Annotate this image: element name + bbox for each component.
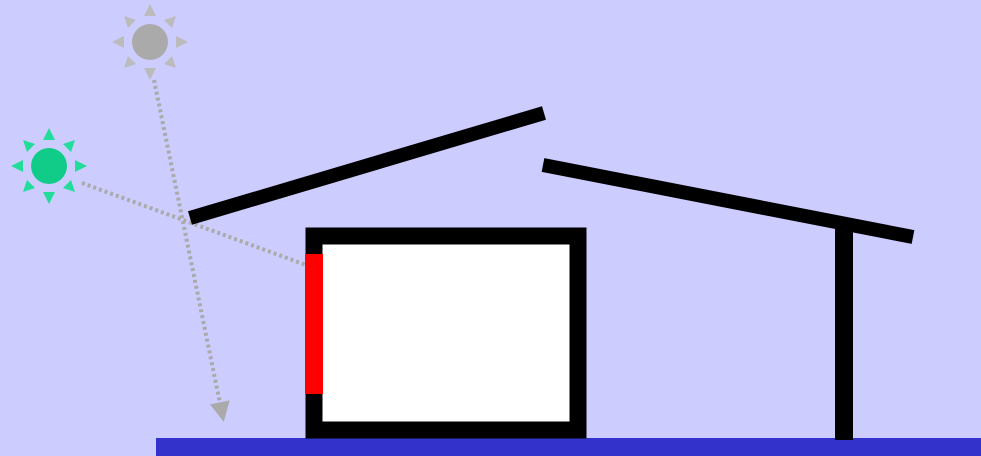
sun-icon [112, 4, 188, 80]
sun-ray-right [75, 160, 87, 172]
sun-disc [132, 24, 168, 60]
sun-ray-top [43, 128, 55, 140]
sun-ray-bottom [43, 192, 55, 204]
sun-ray-bottom-right [164, 56, 176, 68]
room [305, 227, 587, 439]
sun-ray-bottom-right [63, 180, 75, 192]
left-roof [188, 106, 546, 225]
sun-ray-top [144, 4, 156, 16]
sun-ray-right [176, 36, 188, 48]
sun-ray-bottom-left [124, 56, 136, 68]
sun-ray-left [11, 160, 23, 172]
support-post [835, 228, 853, 440]
sun-ray-top-right [63, 140, 75, 152]
sun-ray-top-right [164, 16, 176, 28]
sun-disc [31, 148, 67, 184]
sun-ray-top-left [23, 140, 35, 152]
window [305, 254, 323, 394]
sun-ray-top-left [124, 16, 136, 28]
right-roof [541, 158, 915, 244]
sun-ray-bottom [144, 68, 156, 80]
sun-ray-bottom-left [23, 180, 35, 192]
sun-icon [11, 128, 87, 204]
ground [156, 438, 981, 456]
sun-ray-left [112, 36, 124, 48]
